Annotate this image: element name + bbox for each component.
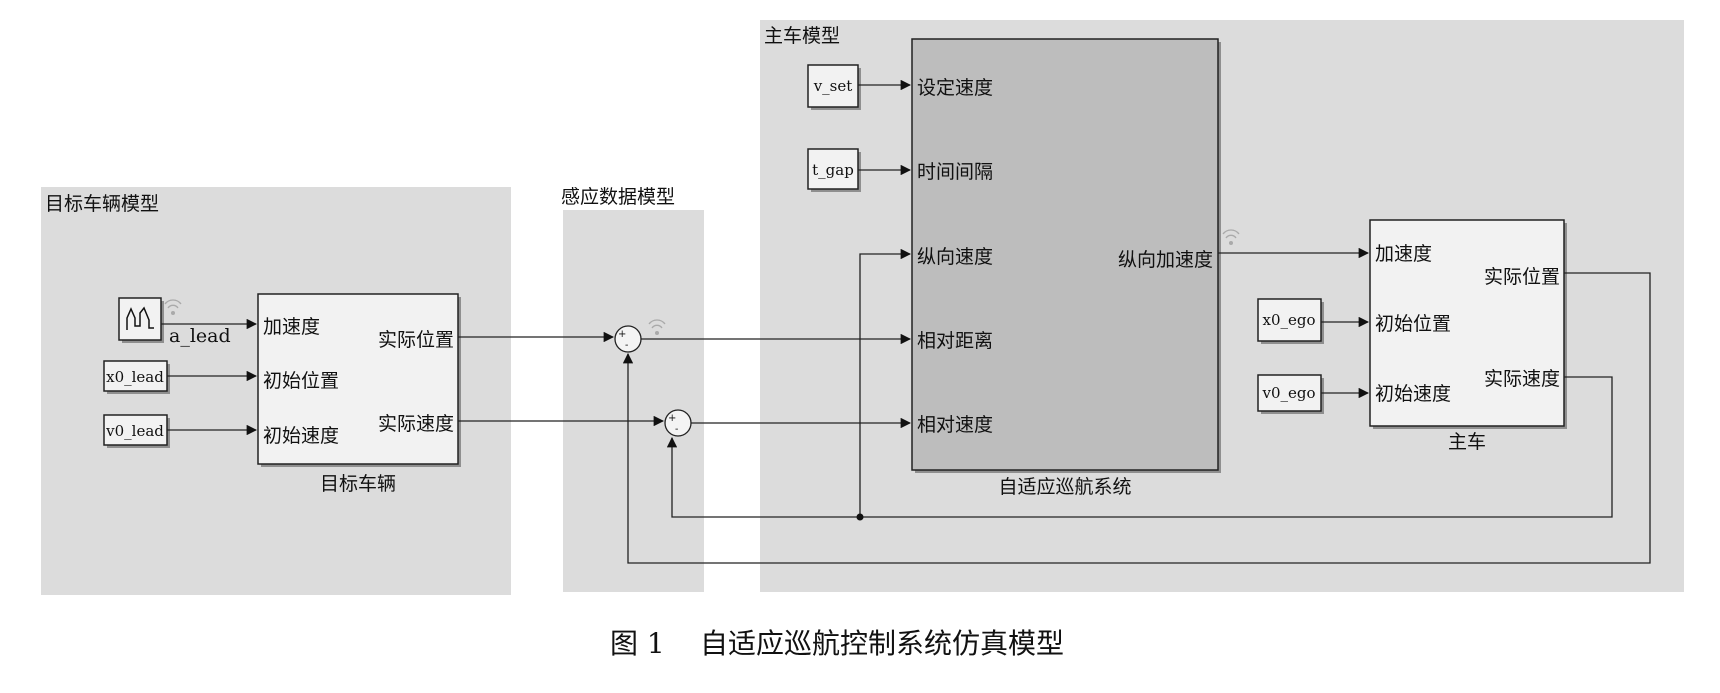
target-model-title: 目标车辆模型 <box>45 193 159 215</box>
ego-model-title: 主车模型 <box>764 25 840 47</box>
x0-lead-label: x0_lead <box>106 368 164 386</box>
a-lead-label: a_lead <box>169 325 231 347</box>
target-vehicle-block[interactable]: 加速度 初始位置 初始速度 实际位置 实际速度 目标车辆 <box>257 293 461 495</box>
ego-output-speed: 实际速度 <box>1484 368 1560 390</box>
sum-block-speed[interactable]: + - <box>664 409 692 437</box>
signal-builder-block[interactable]: a_lead <box>118 297 231 347</box>
acc-input-relative-distance: 相对距离 <box>917 330 993 352</box>
ego-input-initial-speed: 初始速度 <box>1375 383 1451 405</box>
v0-ego-label: v0_ego <box>1261 384 1315 402</box>
ego-input-initial-position: 初始位置 <box>1375 313 1451 335</box>
sum-distance-plus: + <box>618 329 626 340</box>
v0-lead-constant[interactable]: v0_lead <box>103 414 170 448</box>
target-output-position: 实际位置 <box>378 329 454 351</box>
acc-system-block[interactable]: 设定速度 时间间隔 纵向速度 相对距离 相对速度 纵向加速度 自适应巡航系统 <box>911 38 1221 498</box>
v0-lead-label: v0_lead <box>105 422 164 440</box>
acc-output-longitudinal-accel: 纵向加速度 <box>1118 249 1213 271</box>
branch-point <box>856 513 864 521</box>
sensor-model-region: 感应数据模型 <box>561 186 704 592</box>
acc-input-set-speed: 设定速度 <box>917 77 993 99</box>
figure-title: 自适应巡航控制系统仿真模型 <box>700 627 1064 660</box>
sum-distance-minus: - <box>625 340 628 351</box>
wifi-icon <box>164 299 182 315</box>
v-set-constant[interactable]: v_set <box>807 64 861 110</box>
v0-ego-constant[interactable]: v0_ego <box>1257 374 1324 414</box>
x0-ego-label: x0_ego <box>1262 311 1315 329</box>
acc-input-longitudinal-speed: 纵向速度 <box>917 246 993 268</box>
ego-input-accel: 加速度 <box>1375 243 1432 265</box>
wifi-icon <box>1222 229 1240 245</box>
acc-system-name: 自适应巡航系统 <box>998 476 1131 498</box>
t-gap-constant[interactable]: t_gap <box>807 148 861 192</box>
sensor-model-title: 感应数据模型 <box>561 186 675 208</box>
sum-block-distance[interactable]: + - <box>614 325 642 353</box>
acc-input-relative-speed: 相对速度 <box>917 414 993 436</box>
ego-vehicle-block[interactable]: 加速度 初始位置 初始速度 实际位置 实际速度 主车 <box>1369 219 1567 453</box>
sum-speed-minus: - <box>675 424 678 435</box>
target-vehicle-name: 目标车辆 <box>320 473 396 495</box>
sum-speed-plus: + <box>668 413 676 424</box>
figure-label: 图 1 <box>610 627 665 660</box>
x0-ego-constant[interactable]: x0_ego <box>1257 298 1324 344</box>
signal-lines <box>161 79 1651 564</box>
x0-lead-constant[interactable]: x0_lead <box>103 360 170 394</box>
t-gap-label: t_gap <box>812 161 854 179</box>
waveform-icon <box>126 306 154 330</box>
acc-input-time-gap: 时间间隔 <box>917 161 993 183</box>
wifi-icon <box>648 319 666 335</box>
target-input-initial-speed: 初始速度 <box>263 425 339 447</box>
ego-vehicle-name: 主车 <box>1448 431 1486 453</box>
v-set-label: v_set <box>813 77 853 95</box>
target-input-accel: 加速度 <box>263 316 320 338</box>
target-input-initial-position: 初始位置 <box>263 370 339 392</box>
target-output-speed: 实际速度 <box>378 413 454 435</box>
ego-output-position: 实际位置 <box>1484 266 1560 288</box>
